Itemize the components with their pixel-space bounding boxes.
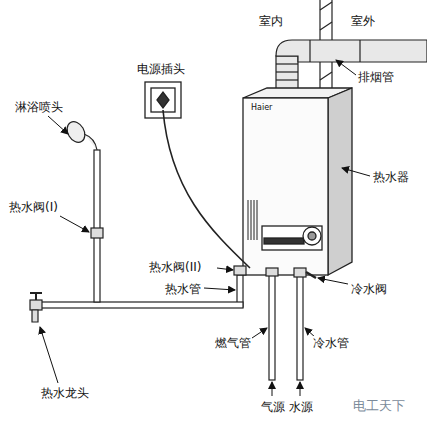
part-label: 热水器: [372, 170, 410, 184]
part-label: 燃气管: [214, 336, 252, 350]
part-label: 热水管: [164, 282, 202, 296]
region-label: 室外: [350, 14, 376, 28]
region-label: 室内: [258, 14, 284, 28]
part-label: 冷水管: [312, 336, 350, 350]
hot-water-faucet: [30, 293, 42, 322]
power-socket: [145, 82, 250, 268]
brand-mark: Haier: [250, 103, 273, 113]
watermark: 电工天下: [352, 398, 406, 413]
source-label: 水源: [288, 400, 314, 414]
part-label: 冷水阀: [350, 282, 388, 296]
part-label: 电源插头: [136, 62, 186, 76]
leader-lines: [40, 60, 370, 396]
part-label: 热水阀(II): [148, 260, 202, 274]
shower-head: [64, 118, 97, 150]
part-label: 热水龙头: [40, 386, 90, 400]
flue-pipe: [276, 40, 427, 92]
part-label: 热水阀(I): [8, 200, 59, 214]
part-label: 淋浴喷头: [14, 100, 64, 114]
source-label: 气源: [260, 400, 286, 414]
heater-body: [243, 88, 352, 275]
pipes: [40, 150, 316, 380]
part-label: 排烟管: [357, 70, 395, 84]
